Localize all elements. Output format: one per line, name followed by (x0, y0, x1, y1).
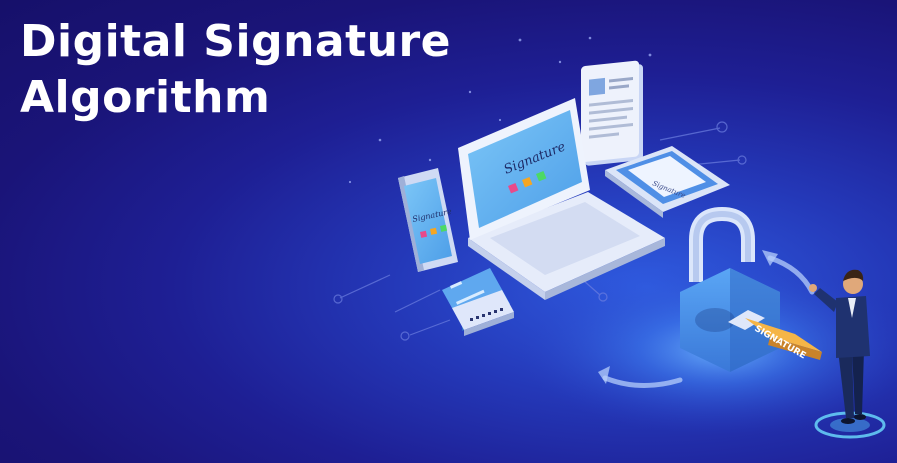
document-icon (581, 60, 643, 166)
title-line-2: Algorithm (20, 72, 271, 123)
title-line-1: Digital Signature (20, 16, 451, 67)
laptop-icon: Signature (458, 98, 665, 300)
businessman-icon (809, 269, 870, 424)
tablet-icon: Signature (605, 146, 730, 218)
page-title: Digital Signature Algorithm (20, 14, 451, 126)
smartphone-icon: Signature (398, 168, 458, 272)
padlock-icon (680, 206, 780, 372)
card-reader-icon (452, 290, 514, 336)
